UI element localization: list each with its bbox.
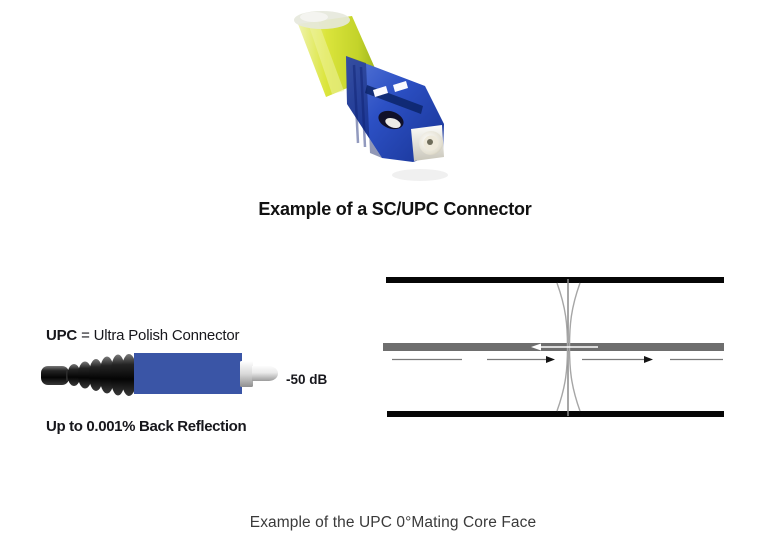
- drawing-ferrule-tip: [252, 366, 278, 381]
- fiber-cladding-top-line: [386, 277, 724, 283]
- sc-upc-connector-photo: [294, 11, 448, 181]
- connector-side-face: [346, 56, 382, 158]
- drawing-cable-stub: [41, 366, 69, 385]
- drawing-ferrule-collar: [240, 361, 253, 387]
- forward-light-arrow-icon: [546, 356, 555, 363]
- fiber-cladding-bottom-line: [387, 411, 724, 417]
- upc-definition-text: = Ultra Polish Connector: [81, 327, 240, 344]
- keyway-inner: [385, 117, 401, 129]
- latch-slot-right: [393, 81, 408, 92]
- return-loss-label: -50 dB: [286, 372, 328, 387]
- forward-light-path: [392, 356, 723, 363]
- forward-light-arrow-icon: [644, 356, 653, 363]
- cable-highlight: [308, 21, 344, 94]
- back-reflection-arrow-icon: [531, 343, 598, 351]
- photo-caption: Example of a SC/UPC Connector: [258, 199, 532, 219]
- drawing-boot-ribs: [67, 354, 137, 396]
- upc-definition-line: UPC= Ultra Polish Connector: [46, 327, 239, 344]
- upc-connector-drawing: [41, 353, 278, 396]
- cable-cut-end-highlight: [300, 12, 328, 22]
- upc-term: UPC: [46, 327, 78, 344]
- photo-shadow: [392, 169, 448, 181]
- drawing-connector-body: [134, 353, 242, 394]
- latch-slot-left: [373, 86, 388, 97]
- fiber-core-hole: [427, 139, 433, 145]
- back-reflection-label: Up to 0.001% Back Reflection: [46, 418, 247, 435]
- mating-core-face-diagram: [383, 277, 724, 417]
- mating-caption: Example of the UPC 0°Mating Core Face: [249, 514, 537, 531]
- connector-side-ribs: [352, 64, 367, 148]
